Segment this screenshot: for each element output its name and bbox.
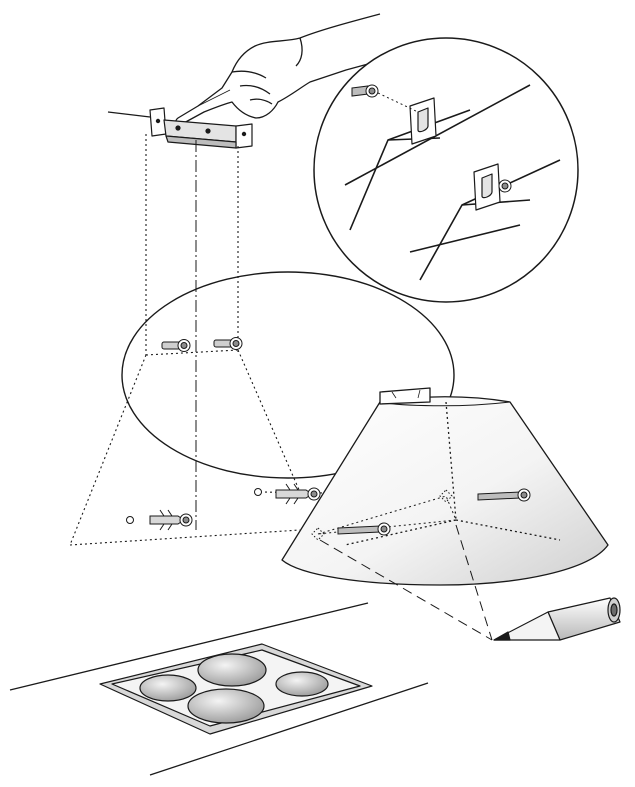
pencil-icon	[493, 597, 621, 641]
screw-icon	[477, 488, 531, 502]
screw-icon	[351, 84, 379, 98]
dotted-guide-lines	[69, 134, 456, 546]
screw-icon	[213, 337, 243, 350]
wall-plug-icon	[126, 509, 193, 531]
bracket-icon	[107, 107, 253, 149]
magnifier-detail-icon	[313, 37, 579, 303]
screw-icon	[498, 179, 512, 193]
hood-canopy-icon	[281, 387, 609, 586]
screw-icon	[337, 522, 391, 536]
hand-icon	[175, 13, 381, 126]
screw-icon	[161, 339, 191, 352]
pencil-guide-lines	[319, 524, 493, 641]
wall-plug-icon	[254, 483, 321, 505]
oval-detail-area	[121, 271, 455, 479]
hole-marks	[311, 489, 453, 541]
cooking-zone	[275, 671, 329, 697]
cooking-zone	[197, 653, 267, 687]
marking-triangle	[317, 495, 457, 535]
cooking-zone	[187, 688, 265, 724]
cooking-zone	[139, 674, 197, 702]
hob-icon	[99, 643, 373, 735]
worktop-lines	[9, 602, 429, 776]
